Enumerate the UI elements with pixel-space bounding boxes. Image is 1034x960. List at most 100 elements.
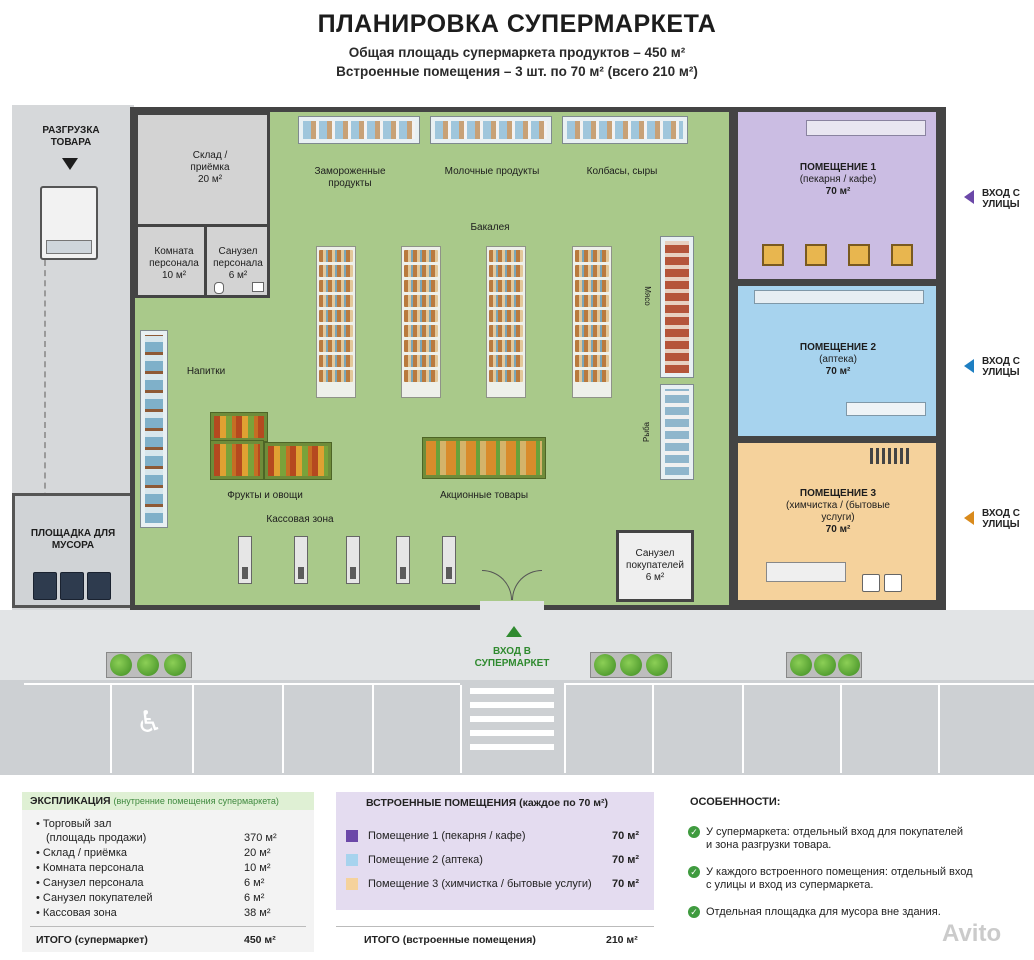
fridge-drinks bbox=[140, 330, 168, 528]
main-entrance-label: ВХОД В СУПЕРМАРКЕТ bbox=[474, 646, 550, 669]
room-3-entry-label: ВХОД С УЛИЦЫ bbox=[981, 508, 1021, 530]
toilet-icon bbox=[214, 282, 224, 294]
washing-machine-icon bbox=[862, 574, 880, 592]
divider bbox=[336, 926, 654, 927]
entry-arrow-icon bbox=[964, 359, 974, 373]
parking-line bbox=[652, 685, 654, 773]
explication-row: • Торговый зал bbox=[36, 818, 112, 830]
fridge-frozen bbox=[298, 116, 420, 144]
bush-icon bbox=[110, 654, 132, 676]
check-icon: ✓ bbox=[688, 866, 700, 879]
garbage-bin-icon bbox=[33, 572, 57, 600]
builtin-total-value: 210 м² bbox=[606, 934, 638, 946]
parking-line bbox=[564, 685, 566, 773]
checkout-counter bbox=[396, 536, 410, 584]
unloading-label: РАЗГРУЗКА ТОВАРА bbox=[42, 125, 100, 148]
promo-stand bbox=[422, 437, 546, 479]
features-header: ОСОБЕННОСТИ: bbox=[690, 796, 781, 808]
crosswalk-stripe bbox=[470, 744, 554, 750]
room-3-swatch bbox=[346, 878, 358, 890]
delivery-truck-icon bbox=[40, 186, 98, 260]
parking-line bbox=[742, 685, 744, 773]
bush-icon bbox=[620, 654, 642, 676]
bush-icon bbox=[790, 654, 812, 676]
bakery-counter bbox=[806, 120, 926, 136]
grocery-shelf bbox=[316, 246, 356, 398]
produce-stand bbox=[210, 412, 268, 442]
cafe-table-icon bbox=[848, 244, 870, 266]
wheelchair-icon: ♿ bbox=[136, 705, 163, 740]
check-icon: ✓ bbox=[688, 906, 700, 919]
explication-row: • Санузел персонала bbox=[36, 877, 144, 889]
zone-fruits-label: Фрукты и овощи bbox=[227, 490, 303, 501]
garbage-area-label: ПЛОЩАДКА ДЛЯ МУСОРА bbox=[30, 528, 116, 551]
subtitle-builtin-area: Встроенные помещения – 3 шт. по 70 м² (в… bbox=[336, 64, 698, 79]
builtin-row: Помещение 3 (химчистка / бытовые услуги) bbox=[368, 878, 592, 890]
zone-meat-label: Мясо bbox=[643, 286, 652, 306]
customer-wc-label: Санузел покупателей 6 м² bbox=[626, 548, 684, 583]
explication-area: 38 м² bbox=[244, 907, 271, 919]
zone-fish-label: Рыба bbox=[642, 422, 651, 442]
bush-icon bbox=[814, 654, 836, 676]
radiator-icon bbox=[870, 448, 910, 464]
garbage-bin-icon bbox=[87, 572, 111, 600]
grocery-shelf bbox=[401, 246, 441, 398]
check-icon: ✓ bbox=[688, 826, 700, 839]
explication-total-value: 450 м² bbox=[244, 934, 276, 946]
produce-stand bbox=[210, 440, 264, 480]
main-entrance-door[interactable] bbox=[480, 601, 544, 610]
parking-line bbox=[282, 685, 284, 773]
grocery-shelf bbox=[572, 246, 612, 398]
zone-sausage-label: Колбасы, сыры bbox=[586, 166, 658, 177]
explication-panel: ЭКСПЛИКАЦИЯ (внутренние помещения суперм… bbox=[22, 792, 314, 952]
pharmacy-counter bbox=[846, 402, 926, 416]
fridge-meat bbox=[660, 236, 694, 378]
parking-line bbox=[192, 685, 194, 773]
checkout-counter bbox=[238, 536, 252, 584]
checkout-counter bbox=[294, 536, 308, 584]
laundry-counter bbox=[766, 562, 846, 582]
builtin-area: 70 м² bbox=[612, 854, 640, 866]
bush-icon bbox=[137, 654, 159, 676]
room-3-label: ПОМЕЩЕНИЕ 3 (химчистка / (бытовые услуги… bbox=[786, 488, 890, 535]
crosswalk-stripe bbox=[470, 716, 554, 722]
parking-curb-line bbox=[564, 683, 1034, 685]
crosswalk-stripe bbox=[470, 702, 554, 708]
features-panel: ОСОБЕННОСТИ: ✓У супермаркета: отдельный … bbox=[680, 792, 1020, 952]
builtin-area: 70 м² bbox=[612, 878, 640, 890]
parking-line bbox=[110, 685, 112, 773]
washing-machine-icon bbox=[884, 574, 902, 592]
bush-icon bbox=[594, 654, 616, 676]
explication-total-label: ИТОГО (супермаркет) bbox=[36, 934, 148, 946]
builtin-row: Помещение 2 (аптека) bbox=[368, 854, 483, 866]
explication-area: 6 м² bbox=[244, 892, 265, 904]
explication-area: 370 м² bbox=[244, 832, 277, 844]
explication-area: 6 м² bbox=[244, 877, 265, 889]
builtin-total-label: ИТОГО (встроенные помещения) bbox=[364, 934, 536, 946]
subtitle-total-area: Общая площадь супермаркета продуктов – 4… bbox=[348, 45, 686, 60]
room-2-label: ПОМЕЩЕНИЕ 2 (аптека) 70 м² bbox=[799, 342, 877, 377]
garbage-bin-icon bbox=[60, 572, 84, 600]
explication-row: • Комната персонала bbox=[36, 862, 144, 874]
crosswalk-stripe bbox=[470, 730, 554, 736]
room-1-swatch bbox=[346, 830, 358, 842]
zone-checkout-label: Кассовая зона bbox=[266, 514, 334, 525]
explication-row: • Санузел покупателей bbox=[36, 892, 153, 904]
parking-curb-line bbox=[24, 683, 460, 685]
builtin-box bbox=[336, 792, 654, 910]
sink-icon bbox=[252, 282, 264, 292]
room-1-entry-label: ВХОД С УЛИЦЫ bbox=[981, 188, 1021, 210]
parking-line bbox=[372, 685, 374, 773]
cafe-table-icon bbox=[762, 244, 784, 266]
checkout-counter bbox=[346, 536, 360, 584]
zone-drinks-label: Напитки bbox=[186, 366, 226, 377]
zone-frozen-label: Замороженные продукты bbox=[314, 166, 386, 189]
entry-arrow-icon bbox=[964, 190, 974, 204]
explication-row: • Склад / приёмка bbox=[36, 847, 127, 859]
unloading-arrow-icon bbox=[62, 158, 78, 170]
parking-line bbox=[938, 685, 940, 773]
explication-area: 20 м² bbox=[244, 847, 271, 859]
main-entry-arrow-icon bbox=[506, 626, 522, 637]
room-1-label: ПОМЕЩЕНИЕ 1 (пекарня / кафе) 70 м² bbox=[799, 162, 877, 197]
unloading-lane-divider bbox=[44, 260, 46, 600]
